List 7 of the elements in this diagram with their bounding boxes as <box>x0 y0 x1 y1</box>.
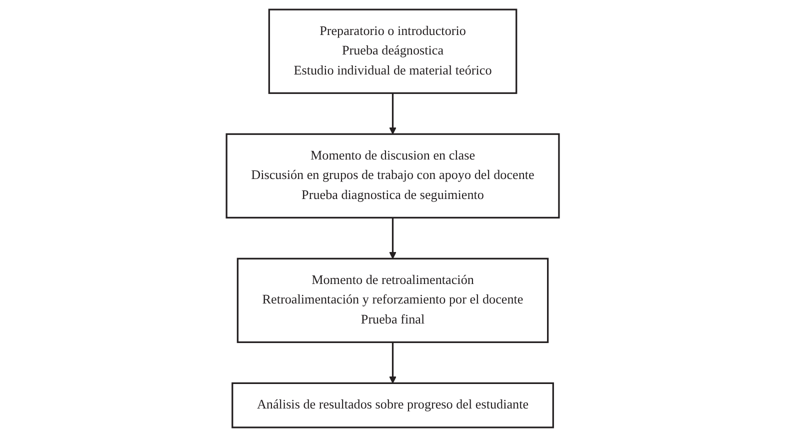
arrow <box>389 342 397 384</box>
node-box: Preparatorio o introductorio Prueba deágnostica Estudio individual de material teórico <box>268 8 518 94</box>
arrow <box>389 93 397 134</box>
node-box: Momento de retroalimentación Retroalimentación y reforzamiento por el docente Prueba final <box>237 258 549 344</box>
node-box: Análisis de resultados sobre progreso del estudiante <box>232 382 554 428</box>
arrow <box>389 218 397 259</box>
node-box: Momento de discusion en clase Discusión en grupos de trabajo con apoyo del docente Prueba diagnostica de seguimiento <box>226 133 560 218</box>
